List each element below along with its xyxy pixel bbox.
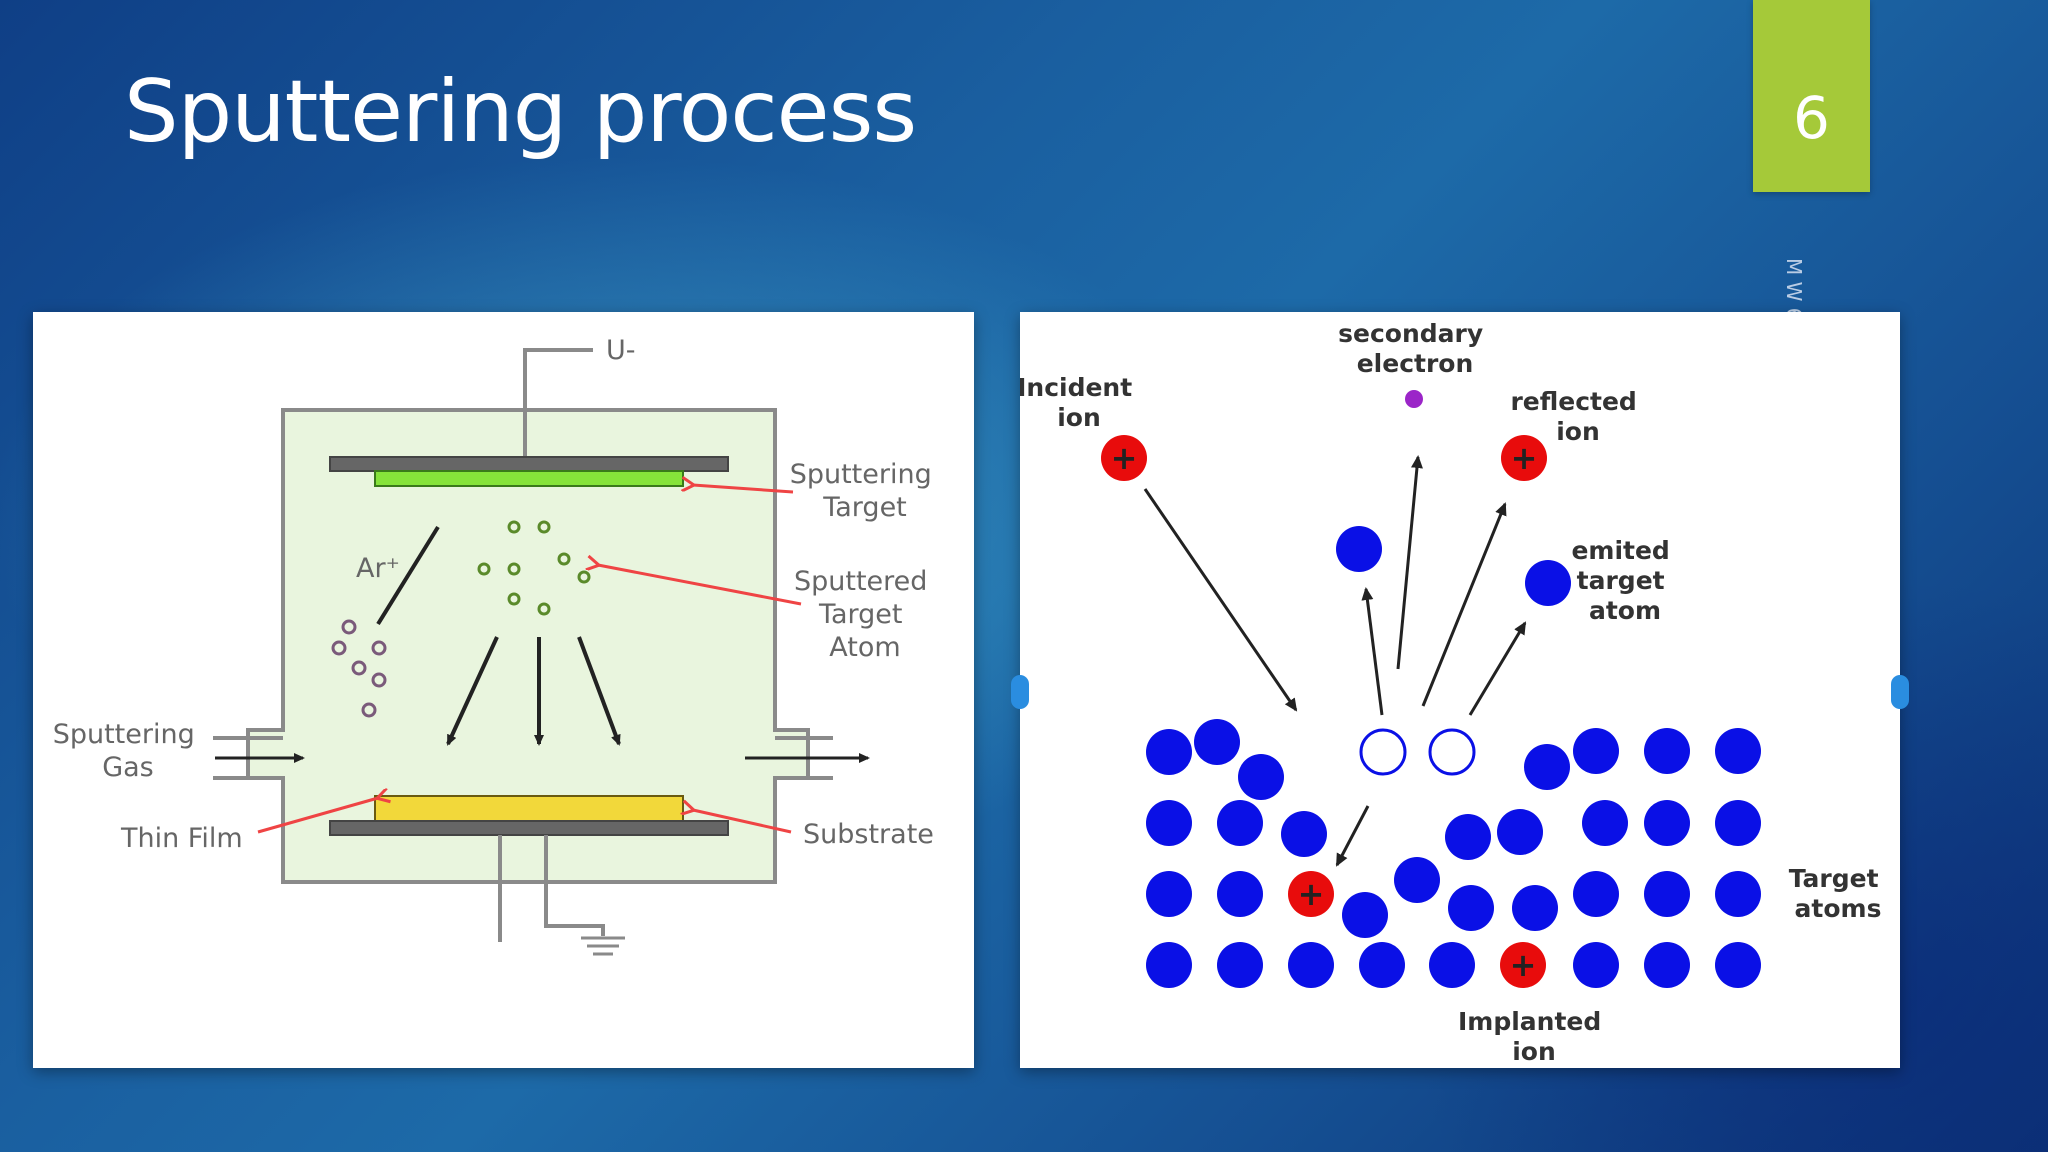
vacancy [1359, 728, 1407, 776]
reflected-ion: + [1501, 435, 1547, 481]
ground-icon [581, 936, 625, 956]
emitted-atom [1336, 526, 1382, 572]
argon-ion-arrow [376, 525, 440, 626]
chamber-svg: U- Ar⁺ [53, 335, 941, 956]
sputtering-target [374, 470, 684, 487]
substrate-label: Substrate [803, 819, 934, 850]
sputtering-target-label: Sputtering Target [790, 459, 941, 523]
sputtered-atom-label: Sputtered Target Atom [794, 566, 936, 663]
interaction-svg: + + + [1020, 319, 1888, 1066]
emitted-atom [1525, 560, 1571, 606]
svg-text:+: + [1511, 439, 1538, 477]
ion-target-interaction-diagram: + + + [1020, 312, 1900, 1068]
vacancy [1428, 728, 1476, 776]
target-lattice [1146, 719, 1761, 988]
svg-text:+: + [1298, 875, 1325, 913]
emitted-atom-path-right [1468, 621, 1527, 716]
vertical-footer-text: M W 6/8/2 [1782, 258, 1806, 314]
secondary-electron-path [1396, 455, 1423, 670]
voltage-label: U- [606, 335, 636, 366]
incident-ion-label: Incident ion [1020, 373, 1141, 432]
left-resize-handle[interactable] [1011, 675, 1029, 709]
slide-title: Sputtering process [124, 62, 917, 162]
target-holder [329, 456, 729, 472]
thin-film [374, 795, 684, 822]
page-number: 6 [1793, 84, 1830, 152]
right-resize-handle[interactable] [1891, 675, 1909, 709]
implanted-ion-path [1335, 805, 1370, 867]
voltage-lead [523, 348, 593, 467]
sputtered-atoms [477, 520, 591, 616]
gas-molecules [331, 619, 387, 718]
implanted-ion: + [1500, 942, 1546, 988]
emitted-atom-label: emited target atom [1571, 536, 1678, 625]
incident-ion-path [1143, 488, 1298, 712]
sputtering-chamber-diagram: U- Ar⁺ [33, 312, 974, 1068]
thin-film-label: Thin Film [120, 823, 243, 854]
reflected-ion-label: reflected ion [1510, 387, 1645, 446]
svg-text:+: + [1510, 946, 1537, 984]
emitted-atom-path-left [1361, 587, 1384, 716]
chamber-outline [246, 408, 810, 884]
implanted-ion: + [1288, 871, 1334, 917]
argon-ion-label: Ar⁺ [356, 553, 400, 584]
secondary-electron [1405, 390, 1423, 408]
svg-text:+: + [1111, 439, 1138, 477]
page-number-badge: 6 [1753, 0, 1870, 192]
reflected-ion-path [1421, 502, 1507, 707]
secondary-electron-label: secondary electron [1338, 319, 1492, 378]
sputtering-gas-label: Sputtering Gas [53, 719, 204, 783]
implanted-ion-label: Implanted ion [1458, 1007, 1610, 1066]
incident-ion: + [1101, 435, 1147, 481]
substrate-holder [329, 820, 729, 836]
target-atoms-label: Target atoms [1789, 864, 1888, 923]
